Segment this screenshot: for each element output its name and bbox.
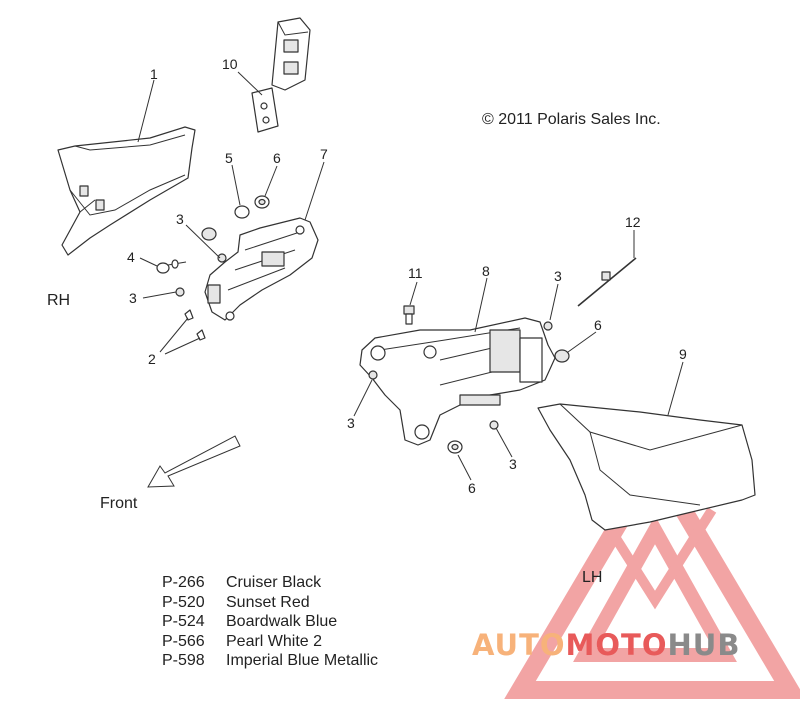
copyright-text: © 2011 Polaris Sales Inc. bbox=[482, 111, 661, 128]
part-3-screw-lh-bottom bbox=[489, 420, 499, 430]
color-name: Sunset Red bbox=[226, 593, 310, 611]
callout-11: 11 bbox=[408, 265, 423, 281]
callout-6: 6 bbox=[468, 480, 476, 496]
part-6-bushing-lh-lower bbox=[447, 440, 463, 454]
color-code: P-266 bbox=[162, 574, 205, 591]
callout-6: 6 bbox=[594, 317, 602, 333]
color-name: Cruiser Black bbox=[226, 574, 322, 591]
color-code: P-566 bbox=[162, 632, 205, 650]
color-code: P-524 bbox=[162, 613, 205, 630]
part-2-clips bbox=[184, 309, 206, 341]
lh-label: LH bbox=[582, 569, 602, 586]
color-name: Boardwalk Blue bbox=[226, 613, 338, 630]
color-row: P-566 Pearl White 2 bbox=[162, 632, 378, 652]
front-direction-arrow bbox=[147, 435, 241, 488]
watermark-auto: AUTO bbox=[472, 628, 566, 662]
paint-color-list: P-266 Cruiser Black P-520 Sunset Red P-524… bbox=[162, 573, 378, 671]
rh-label: RH bbox=[47, 292, 70, 309]
color-row: P-266 Cruiser Black bbox=[162, 573, 378, 593]
watermark-brand-text: AUTOMOTOHUB bbox=[472, 628, 740, 662]
part-3-screw-rh-lower bbox=[175, 287, 185, 297]
watermark-logo bbox=[504, 444, 800, 699]
part-7-rh-bracket bbox=[204, 217, 319, 321]
color-row: P-520 Sunset Red bbox=[162, 593, 378, 613]
part-1-rh-side-panel bbox=[57, 126, 196, 256]
color-name: Imperial Blue Metallic bbox=[226, 652, 379, 669]
callout-3: 3 bbox=[176, 211, 184, 227]
callout-5: 5 bbox=[225, 150, 233, 166]
part-11-bolt bbox=[403, 305, 415, 325]
callout-3: 3 bbox=[554, 268, 562, 284]
callout-2: 2 bbox=[148, 351, 156, 367]
color-row: P-524 Boardwalk Blue bbox=[162, 612, 378, 632]
callout-1: 1 bbox=[150, 66, 158, 82]
part-12-rod bbox=[577, 257, 637, 307]
color-name: Pearl White 2 bbox=[226, 632, 323, 650]
callout-3: 3 bbox=[347, 415, 355, 431]
color-row: P-598 Imperial Blue Metallic bbox=[162, 651, 378, 671]
callout-3: 3 bbox=[509, 456, 517, 472]
color-code: P-520 bbox=[162, 593, 205, 611]
front-label: Front bbox=[100, 495, 138, 512]
part-3-screw-lh-top bbox=[543, 321, 553, 331]
part-4-screw-washer bbox=[156, 259, 187, 274]
part-5-grommet bbox=[234, 205, 250, 219]
callout-3: 3 bbox=[129, 290, 137, 306]
part-10-bracket bbox=[251, 17, 311, 133]
callout-8: 8 bbox=[482, 263, 490, 279]
part-3-screw-rh-mid bbox=[217, 253, 227, 263]
part-9-lh-side-panel bbox=[537, 403, 756, 531]
callout-9: 9 bbox=[679, 346, 687, 362]
callout-4: 4 bbox=[127, 249, 135, 265]
watermark-hub: HUB bbox=[667, 628, 741, 662]
color-code: P-598 bbox=[162, 652, 205, 669]
callout-12: 12 bbox=[625, 214, 641, 230]
part-8-lh-bracket bbox=[359, 317, 556, 446]
callout-6: 6 bbox=[273, 150, 281, 166]
leader-lines bbox=[137, 71, 684, 481]
part-3-bushing-rh-upper bbox=[201, 227, 217, 241]
part-3-screw-lh-left bbox=[368, 370, 378, 380]
callout-10: 10 bbox=[222, 56, 238, 72]
callout-7: 7 bbox=[320, 146, 328, 162]
part-6-bushing-upper bbox=[254, 195, 270, 209]
watermark-moto: MOTO bbox=[565, 628, 668, 662]
part-6-bushing-lh-right bbox=[554, 349, 570, 363]
